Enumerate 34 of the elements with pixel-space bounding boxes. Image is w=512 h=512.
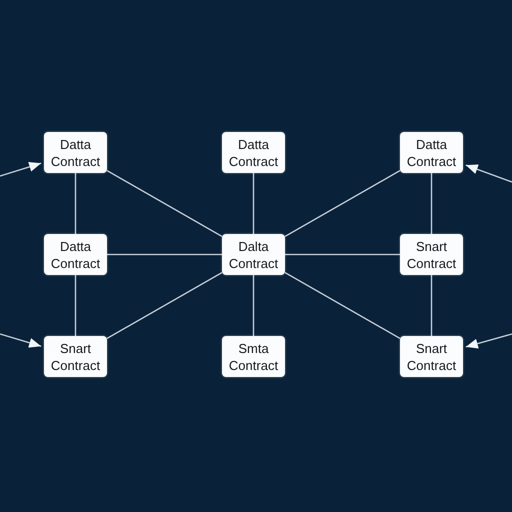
connector-line [430,173,432,234]
connector-line [252,173,254,234]
contract-box [400,336,463,377]
arrow [0,162,42,177]
connector-line [106,170,222,237]
box-label: Dalta Contract [228,238,280,272]
contract-box [44,336,107,377]
box-label: Snart Contract [50,340,102,374]
contract-box [400,234,463,275]
box-label: Snart Contract [406,238,458,272]
contract-box [222,132,285,173]
contract-box [44,234,107,275]
box-label: Datta Contract [406,136,458,170]
connector-line [74,275,76,336]
arrow [466,164,512,183]
connector-line [284,272,400,339]
arrow [0,333,42,348]
contract-box [400,132,463,173]
arrow [466,333,512,348]
connector-line [107,254,222,256]
box-label: Smta Contract [228,340,280,374]
box-label: Datta Contract [228,136,280,170]
contract-box [222,234,285,275]
box-label: Datta Contract [50,238,102,272]
contract-box [44,132,107,173]
connector-line [285,254,400,256]
box-label: Datta Contract [50,136,102,170]
box-label: Snart Contract [406,340,458,374]
connector-line [252,275,254,336]
connector-line [284,170,400,237]
contract-box [222,336,285,377]
connector-line [430,275,432,336]
connector-line [106,272,222,339]
connector-line [74,173,76,234]
